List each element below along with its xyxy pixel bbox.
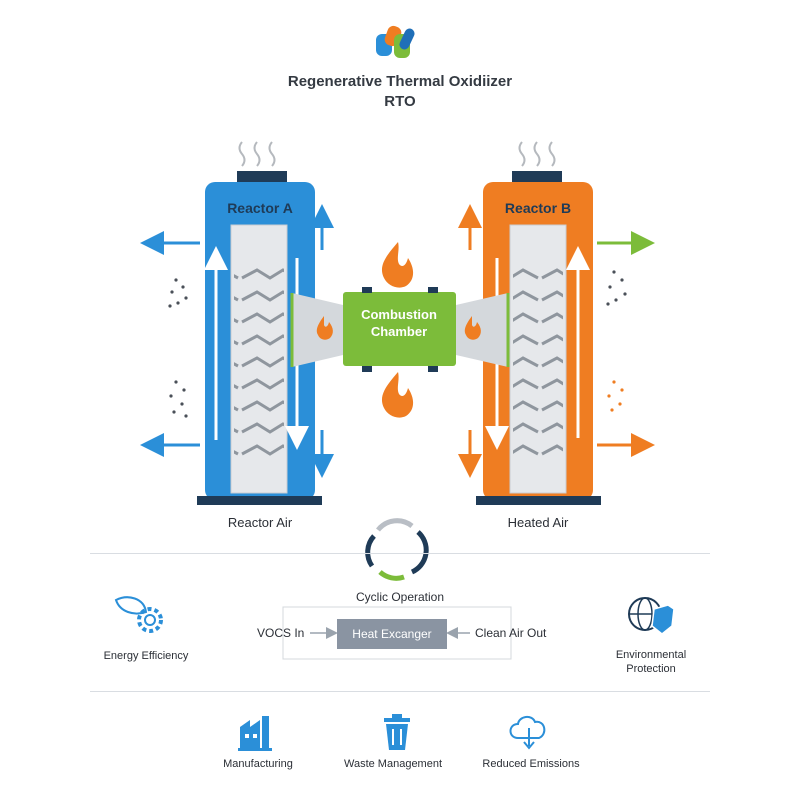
- steam-icon-a: [238, 141, 276, 167]
- flow-diagram: [282, 606, 512, 660]
- environmental-protection-label: Environmental Protection: [571, 648, 731, 676]
- cloud-download-icon: [509, 716, 546, 750]
- flame-icon-right: [464, 316, 481, 340]
- particles-icon-a: [168, 278, 188, 418]
- energy-efficiency-label: Energy Efficiency: [103, 650, 189, 662]
- environmental-protection-line1: Environmental: [615, 649, 687, 661]
- divider-bottom: [90, 691, 710, 692]
- reactor-a-title: Reactor A: [227, 200, 293, 216]
- reactor-a-bottom-label: Reactor Air: [227, 515, 293, 530]
- chamber-label: Combustion Chamber: [344, 306, 454, 340]
- gear-leaf-icon: [114, 596, 163, 633]
- flame-icon-bottom: [381, 372, 414, 418]
- environmental-protection-line2: Protection: [626, 663, 676, 675]
- steam-icon-b: [518, 141, 556, 167]
- reactor-b-bottom-label: Heated Air: [507, 515, 569, 530]
- particles-icon-b: [606, 270, 627, 412]
- cycle-label: Cyclic Operation: [355, 590, 445, 604]
- divider-top: [90, 553, 710, 554]
- airflow-arrows-b: [458, 204, 655, 478]
- cycle-icon: [365, 518, 429, 581]
- title-line-2: RTO: [384, 93, 416, 110]
- flow-output-label: Clean Air Out: [475, 626, 547, 640]
- chamber-label-line2: Chamber: [370, 324, 428, 339]
- flame-icon-left: [316, 316, 333, 340]
- reactor-a: [197, 171, 322, 505]
- factory-icon: [238, 716, 272, 751]
- heat-exchanger-label: Heat Excanger: [352, 627, 432, 641]
- trash-icon: [384, 714, 410, 750]
- chamber-label-line1: Combustion: [361, 307, 437, 322]
- airflow-arrows-a: [140, 204, 334, 478]
- application-label-manufacturing: Manufacturing: [223, 758, 293, 770]
- title-line-1: Regenerative Thermal Oxidiizer: [287, 73, 513, 90]
- globe-shield-icon: [628, 597, 675, 635]
- flow-input-label: VOCS In: [257, 626, 305, 640]
- flame-icon-top: [381, 242, 414, 288]
- logo-icon: [376, 25, 415, 58]
- combustion-chamber: [290, 287, 510, 372]
- application-label-waste-management: Waste Management: [343, 758, 443, 770]
- application-label-reduced-emissions: Reduced Emissions: [482, 758, 580, 770]
- reactor-b: [476, 171, 601, 505]
- reactor-b-title: Reactor B: [504, 200, 572, 216]
- heat-exchanger-box: Heat Excanger: [337, 619, 447, 649]
